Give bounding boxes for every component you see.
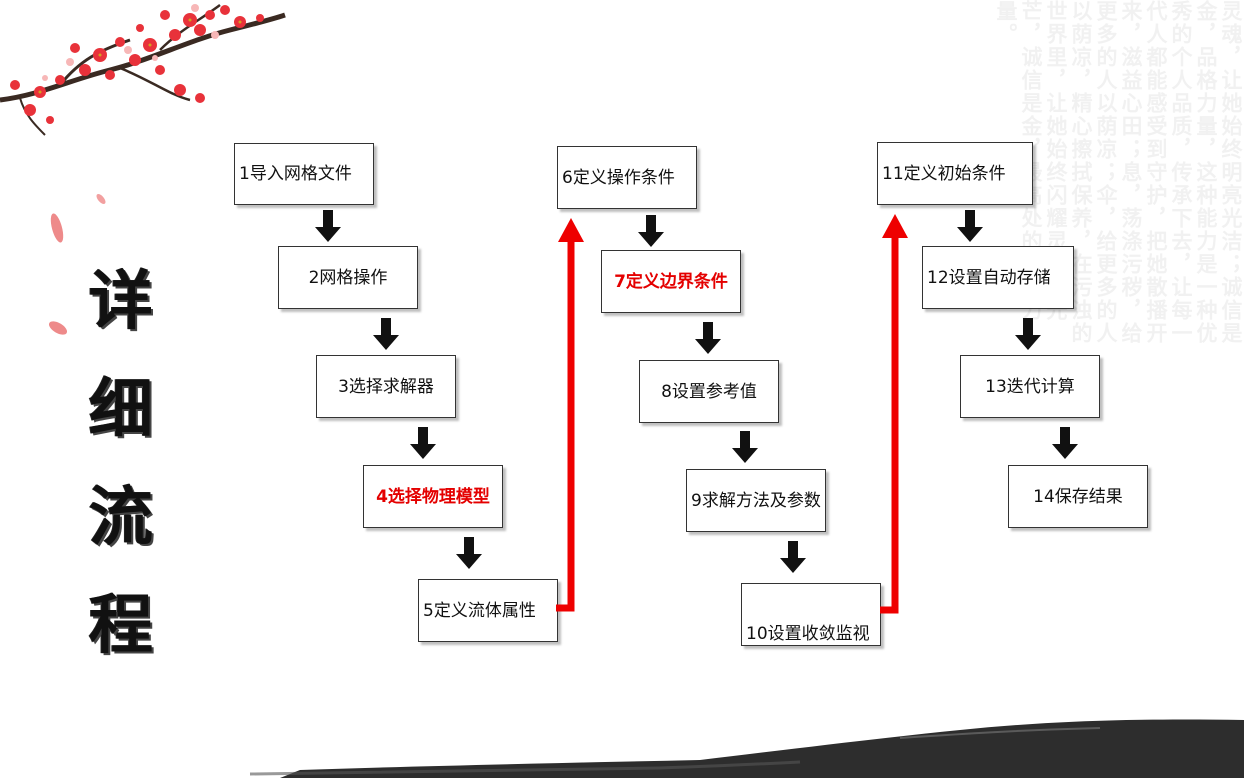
down-arrow-icon xyxy=(1052,427,1078,459)
step-box-7: 7定义边界条件 xyxy=(601,250,741,313)
petal-icon xyxy=(96,194,106,204)
step-box-12: 12设置自动存储 xyxy=(922,246,1074,309)
step-box-11: 11定义初始条件 xyxy=(877,142,1033,205)
plum-blossom-decoration xyxy=(0,3,286,136)
title-char: 细 xyxy=(89,372,153,447)
down-arrow-icon xyxy=(957,210,983,242)
down-arrow-icon xyxy=(456,537,482,569)
down-arrow-icon xyxy=(732,431,758,463)
red-connector-5-to-6 xyxy=(556,218,584,612)
ink-brush-decoration xyxy=(249,719,1244,778)
down-arrow-icon xyxy=(373,318,399,350)
step-box-14: 14保存结果 xyxy=(1008,465,1148,528)
step-box-3: 3选择求解器 xyxy=(316,355,456,418)
step-box-10: 10设置收敛监视 xyxy=(741,583,881,646)
title-char: 详 xyxy=(89,264,153,339)
petal-icon xyxy=(50,213,64,243)
red-connector-10-to-11 xyxy=(880,214,908,614)
step-box-9: 9求解方法及参数 xyxy=(686,469,826,532)
down-arrow-icon xyxy=(1015,318,1041,350)
title-char: 程 xyxy=(89,588,153,663)
down-arrow-icon xyxy=(695,322,721,354)
step-box-13: 13迭代计算 xyxy=(960,355,1100,418)
down-arrow-icon xyxy=(638,215,664,247)
step-box-6: 6定义操作条件 xyxy=(557,146,697,209)
petal-icon xyxy=(48,321,68,335)
step-box-2: 2网格操作 xyxy=(278,246,418,309)
step-box-8: 8设置参考值 xyxy=(639,360,779,423)
title-char: 流 xyxy=(89,480,153,555)
step-box-5: 5定义流体属性 xyxy=(418,579,558,642)
down-arrow-icon xyxy=(780,541,806,573)
page-title: 详 细 流 程 xyxy=(76,248,166,680)
down-arrow-icon xyxy=(315,210,341,242)
down-arrow-icon xyxy=(410,427,436,459)
step-box-1: 1导入网格文件 xyxy=(234,143,374,205)
step-box-4: 4选择物理模型 xyxy=(363,465,503,528)
